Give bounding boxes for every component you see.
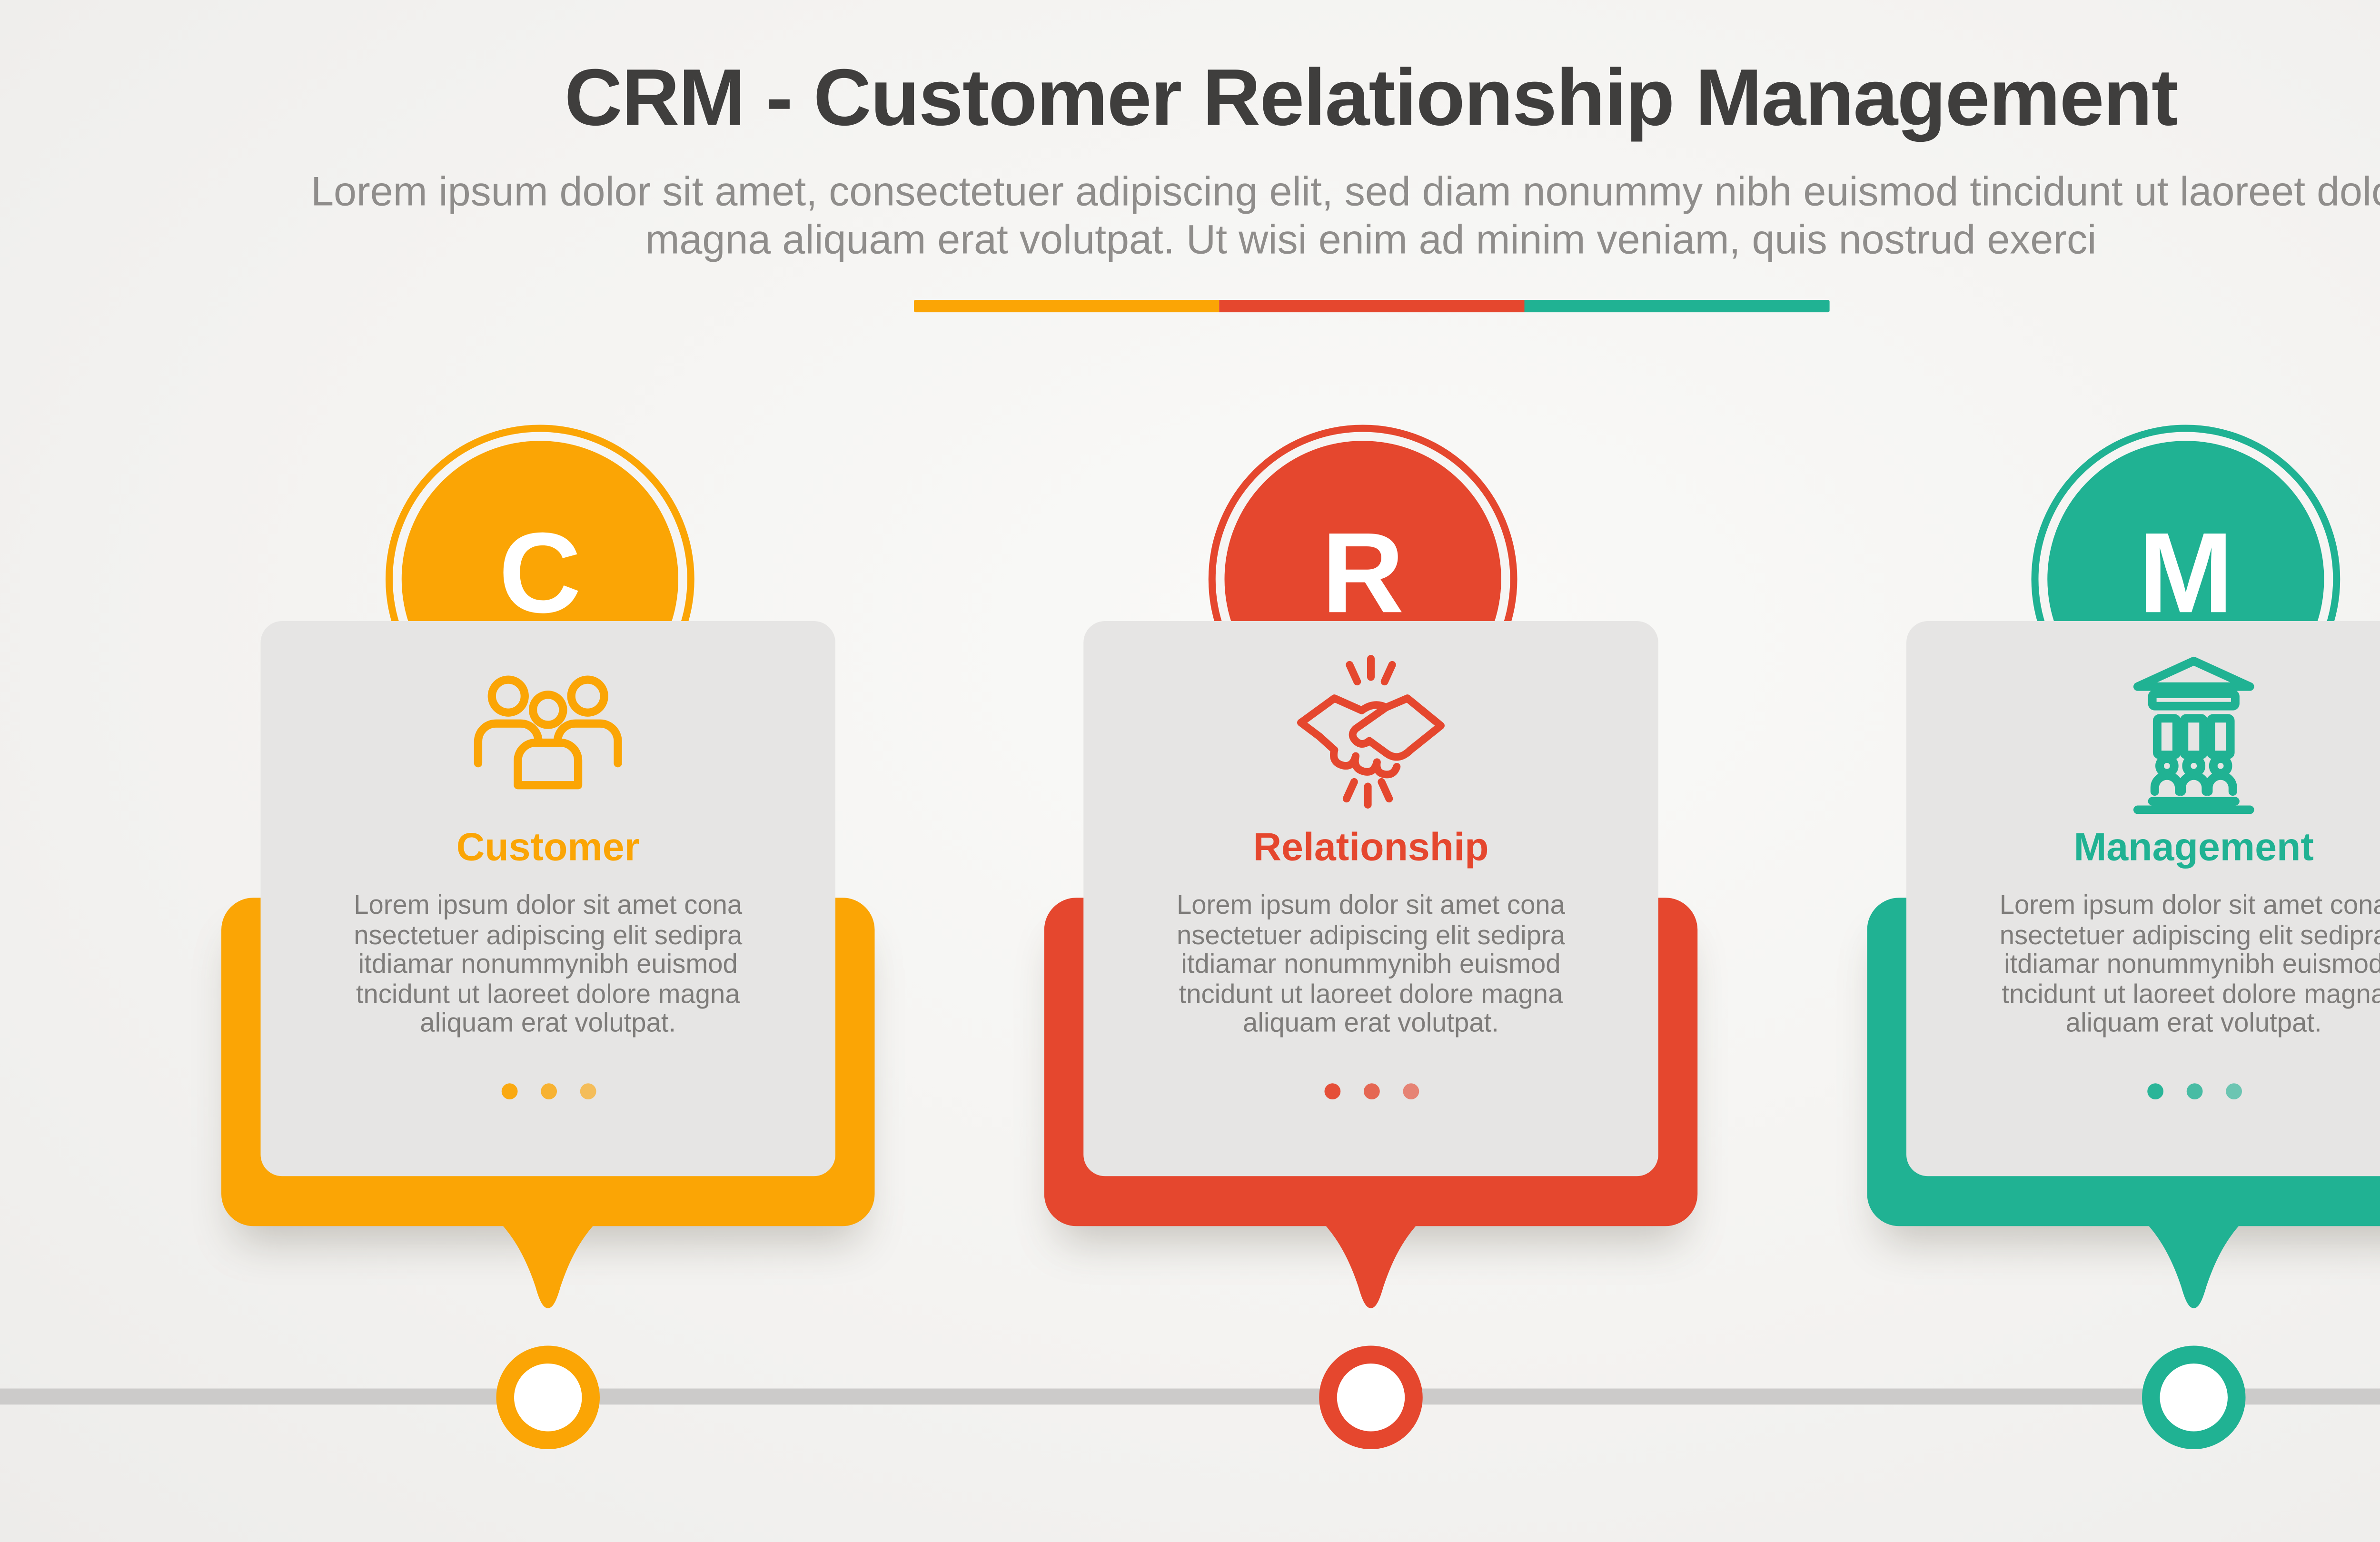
dot xyxy=(2185,1083,2202,1099)
divider-segment-orange xyxy=(913,299,1219,312)
customer-dots-indicator xyxy=(500,1083,595,1099)
management-callout-pointer xyxy=(2147,1224,2241,1308)
customer-callout-pointer xyxy=(501,1224,595,1308)
timeline-line xyxy=(0,1388,2380,1405)
dot xyxy=(579,1083,595,1099)
people-icon xyxy=(459,646,637,818)
management-heading: Management xyxy=(2073,824,2314,870)
customer-body-text: Lorem ipsum dolor sit amet cona nsectetu… xyxy=(354,890,743,1039)
timeline-node-relationship xyxy=(1319,1345,1423,1449)
relationship-body-text: Lorem ipsum dolor sit amet cona nsectetu… xyxy=(1176,890,1566,1039)
management-card: Management Lorem ipsum dolor sit amet co… xyxy=(1906,621,2380,1176)
relationship-badge-letter: R xyxy=(1321,508,1404,637)
relationship-heading: Relationship xyxy=(1253,824,1489,870)
header: CRM - Customer Relationship Management L… xyxy=(0,0,2380,312)
divider-segment-teal xyxy=(1523,299,1829,312)
customer-card: Customer Lorem ipsum dolor sit amet cona… xyxy=(260,621,835,1176)
page-subtitle: Lorem ipsum dolor sit amet, consectetuer… xyxy=(311,167,2380,262)
management-body-text: Lorem ipsum dolor sit amet cona nsectetu… xyxy=(1999,890,2380,1039)
column-customer: C Customer Lorem ipsum dolor sit amet co… xyxy=(221,432,875,1360)
column-relationship: R Relationship Lorem ipsum dolor sit ame… xyxy=(1044,432,1698,1360)
divider-segment-red xyxy=(1218,299,1524,312)
tricolor-divider xyxy=(913,299,1829,312)
customer-heading: Customer xyxy=(456,824,640,870)
dot xyxy=(540,1083,556,1099)
page-title: CRM - Customer Relationship Management xyxy=(564,51,2178,143)
dot xyxy=(500,1083,517,1099)
management-badge-letter: M xyxy=(2138,508,2233,637)
relationship-dots-indicator xyxy=(1323,1083,1418,1099)
dot xyxy=(2225,1083,2241,1099)
dot xyxy=(2146,1083,2163,1099)
column-management: M Management L xyxy=(1867,432,2380,1360)
customer-badge-letter: C xyxy=(498,508,582,637)
dot xyxy=(1402,1083,1418,1099)
relationship-card: Relationship Lorem ipsum dolor sit amet … xyxy=(1083,621,1658,1176)
handshake-icon xyxy=(1294,646,1448,818)
management-dots-indicator xyxy=(2146,1083,2241,1099)
timeline-node-customer xyxy=(496,1345,600,1449)
relationship-callout-pointer xyxy=(1324,1224,1418,1308)
timeline-node-management xyxy=(2142,1345,2246,1449)
dot xyxy=(1323,1083,1340,1099)
dot xyxy=(1363,1083,1379,1099)
building-icon xyxy=(2121,646,2267,818)
